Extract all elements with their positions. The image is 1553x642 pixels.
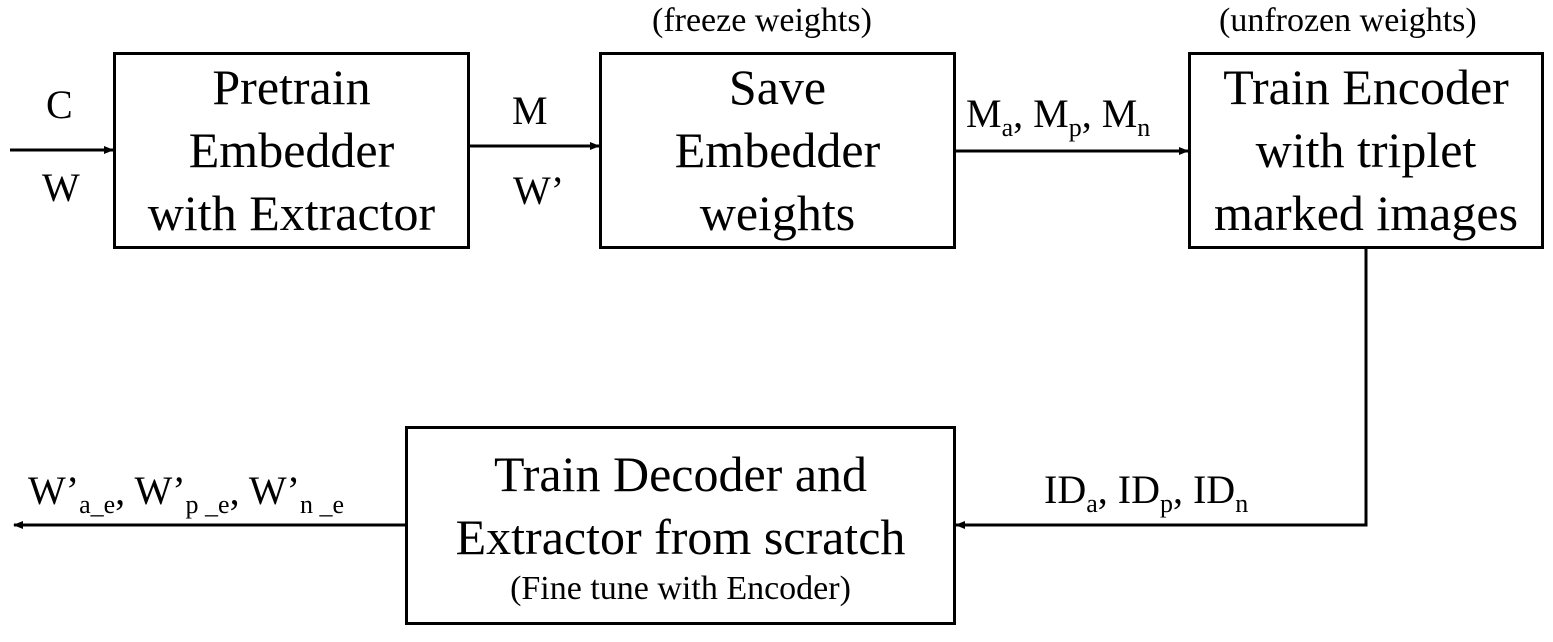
- pretrain-line-1: Pretrain: [212, 59, 371, 115]
- train-decoder-box: Train Decoder and Extractor from scratch…: [405, 426, 956, 625]
- save-embedder-weights-box: Save Embedder weights: [599, 52, 956, 249]
- encoder-line-1: Train Encoder: [1223, 59, 1509, 115]
- encoder-to-decoder-arrow: [955, 249, 1368, 529]
- encoder-line-3: marked images: [1213, 185, 1519, 241]
- edge-label-w-prime: W’: [513, 168, 565, 213]
- decoder-subline: (Fine tune with Encoder): [510, 569, 851, 607]
- triplet-id-label: IDa, IDp, IDn: [1044, 467, 1249, 518]
- pretrain-line-2: Embedder: [188, 122, 395, 178]
- save-line-2: Embedder: [674, 122, 881, 178]
- edge-label-m: M: [512, 88, 548, 133]
- input-label-c: C: [46, 82, 73, 127]
- train-encoder-box: Train Encoder with triplet marked images: [1188, 52, 1544, 249]
- input-label-w: W: [42, 165, 80, 210]
- unfrozen-weights-note: (unfrozen weights): [1219, 2, 1477, 39]
- decoder-line-2: Extractor from scratch: [455, 508, 906, 565]
- decoder-line-1: Train Decoder and: [493, 445, 868, 502]
- save-line-3: weights: [699, 185, 856, 241]
- pretrain-embedder-box: Pretrain Embedder with Extractor: [113, 52, 470, 249]
- output-weights-label: W’a_e, W’p _e, W’n _e: [28, 468, 344, 519]
- triplet-marked-label: Ma, Mp, Mn: [966, 91, 1151, 142]
- pretrain-line-3: with Extractor: [147, 185, 436, 241]
- save-line-1: Save: [728, 59, 827, 115]
- encoder-line-2: with triplet: [1255, 122, 1477, 178]
- freeze-weights-note: (freeze weights): [652, 2, 872, 39]
